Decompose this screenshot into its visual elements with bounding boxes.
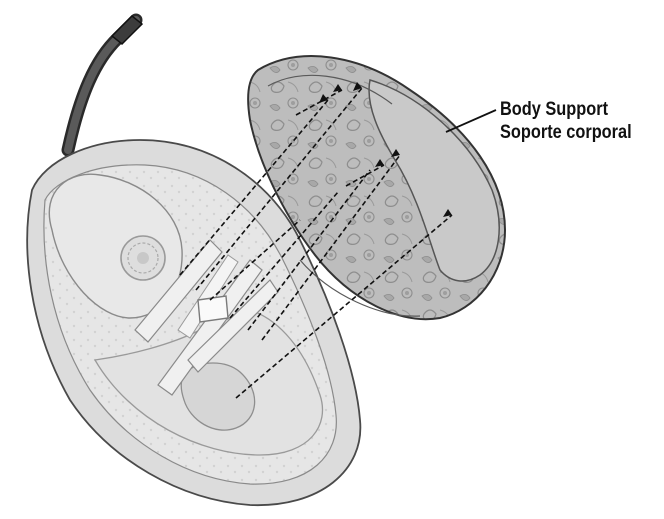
callout-label-spanish: Soporte corporal [500, 121, 641, 144]
callout-label-english: Body Support [500, 98, 641, 121]
callout-leader-line [446, 110, 496, 132]
body-support-callout: Body Support Soporte corporal [500, 98, 641, 144]
frame-tube [68, 16, 142, 150]
